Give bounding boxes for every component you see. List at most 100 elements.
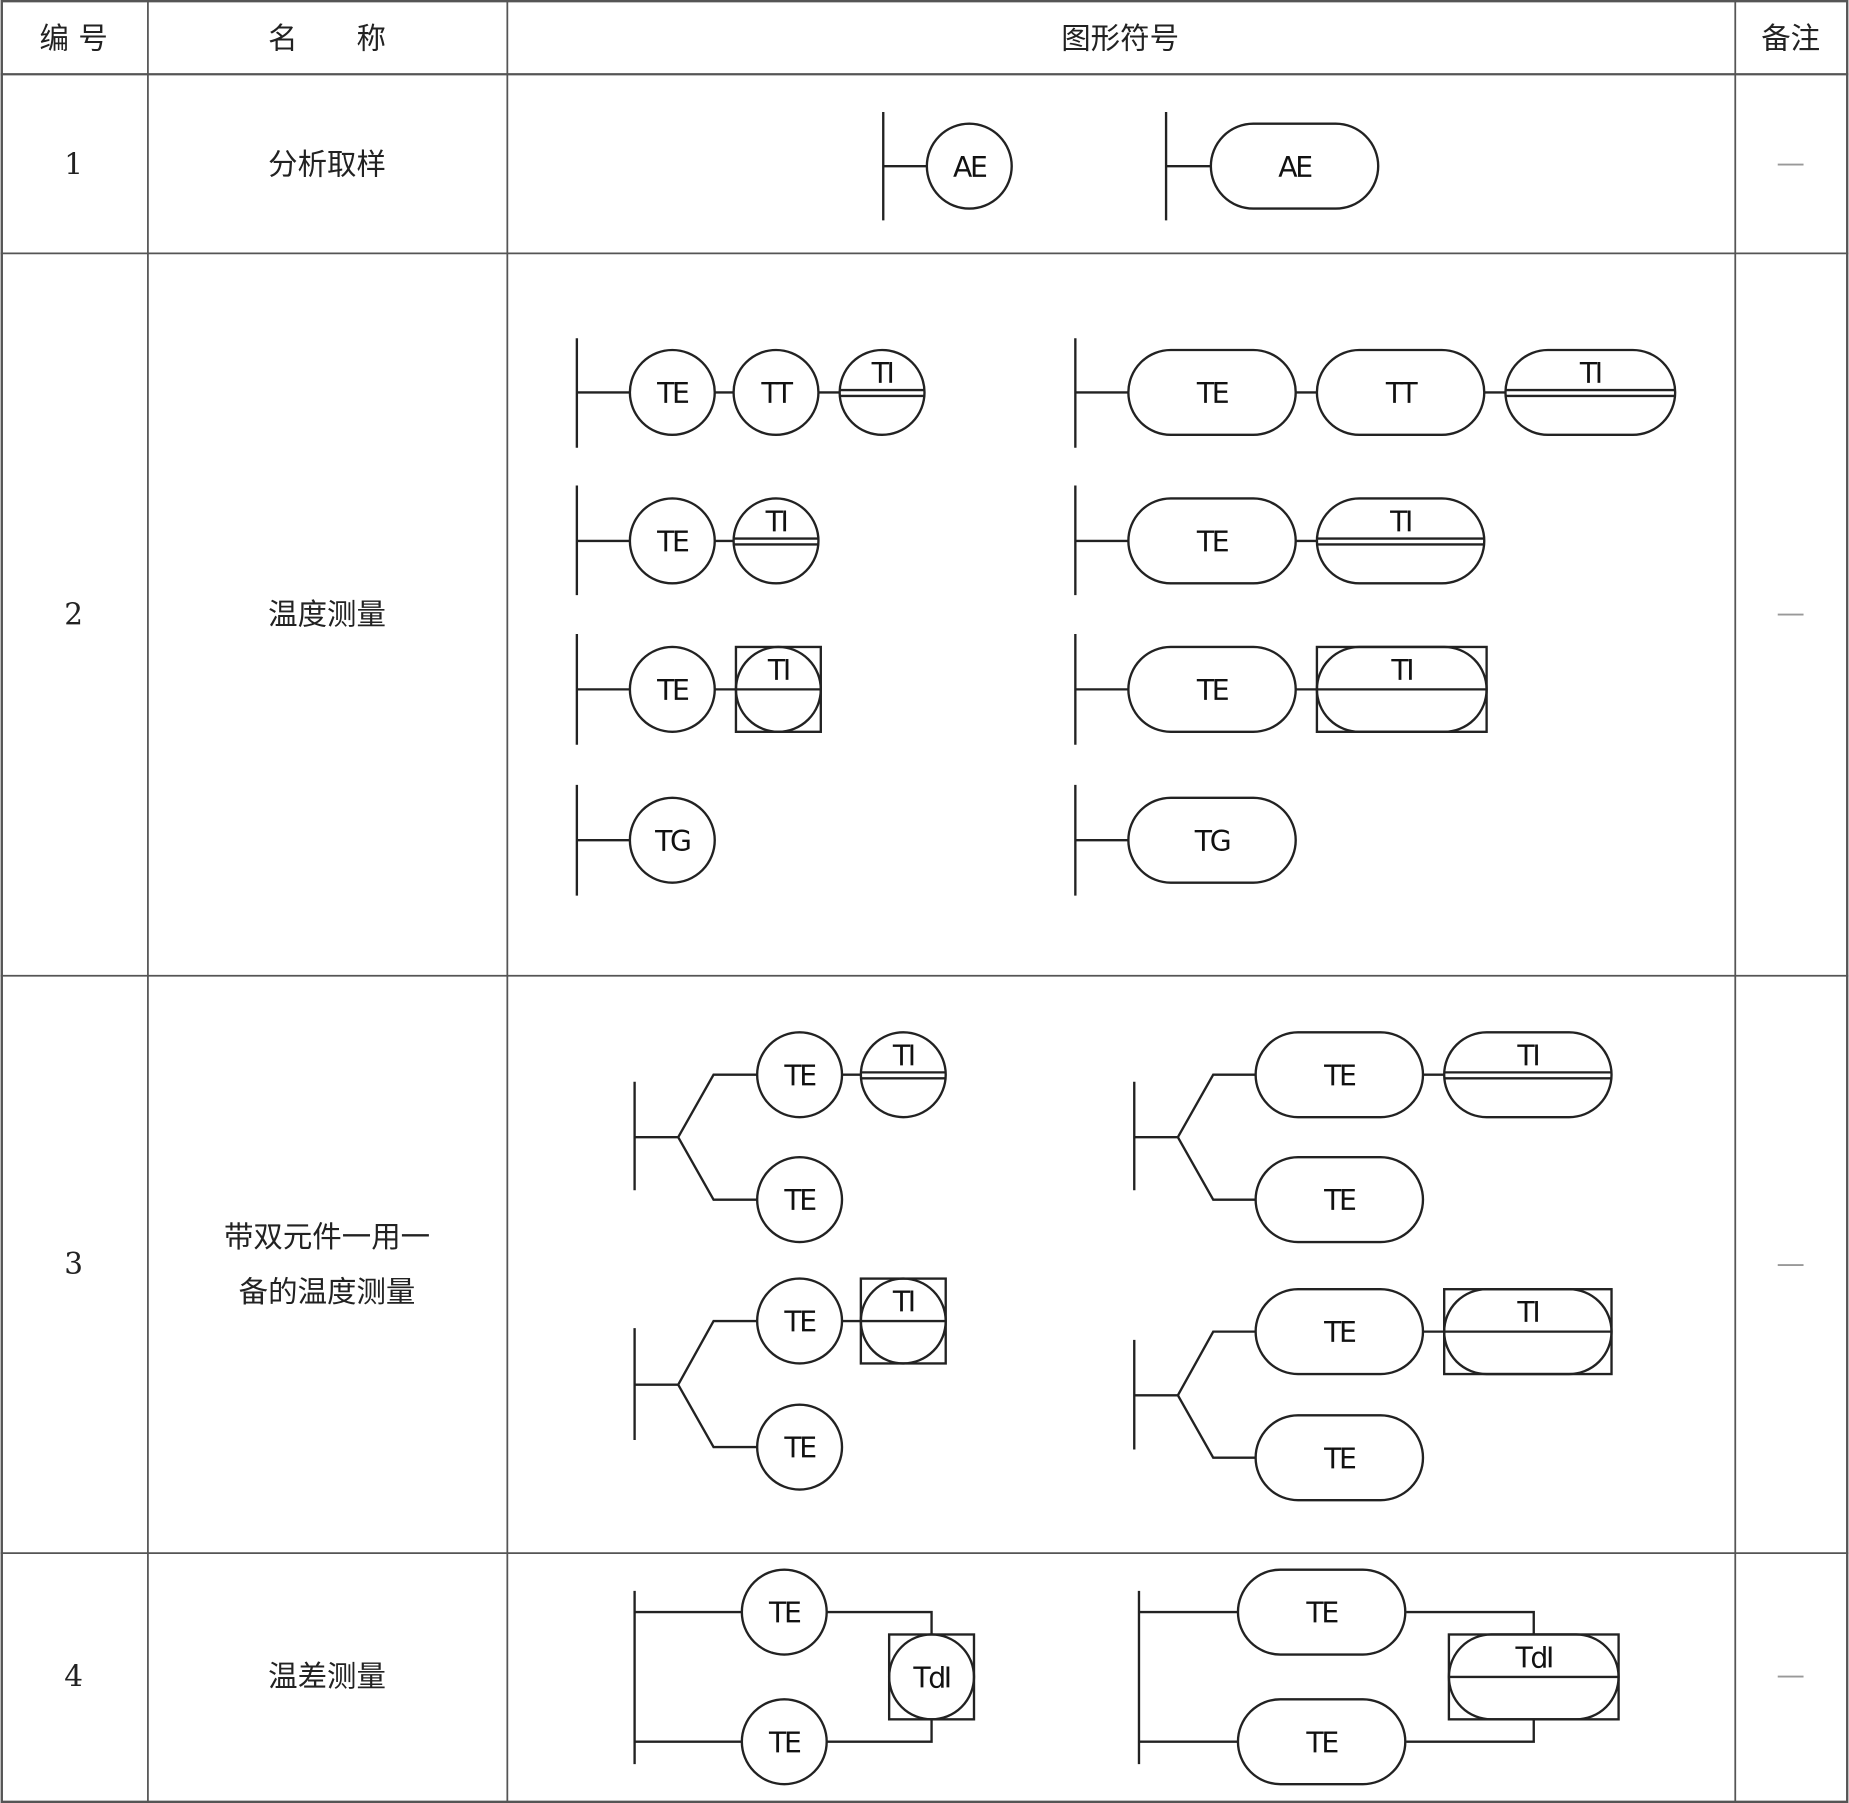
instrument-tag: TE (1323, 1316, 1356, 1349)
field-instrument-circle: AE (925, 122, 1013, 210)
field-instrument-circle: TE (740, 1568, 828, 1656)
row-name: 温差测量 (268, 1659, 386, 1693)
connector-line (1176, 1330, 1256, 1396)
instrument-tag: TT (1385, 377, 1418, 410)
instrument-bubble (1209, 122, 1380, 210)
field-instrument-circle: TI (859, 1277, 947, 1365)
field-instrument-circle: TE (755, 1156, 844, 1244)
instrument-bubble (1504, 348, 1677, 437)
instrument-tag: TdI (1515, 1641, 1552, 1674)
connector-line (1176, 1073, 1256, 1138)
instrument-bubble (732, 497, 820, 585)
instrument-tag: TI (871, 357, 893, 390)
header-symbol: 图形符号 (1061, 21, 1179, 55)
instrument-tag: TE (1196, 377, 1229, 410)
field-instrument-circle: TI (732, 497, 820, 585)
field-instrument-circle: TE (755, 1403, 844, 1491)
connector-line (677, 1384, 758, 1449)
instrument-tag: TE (768, 1597, 801, 1630)
instrument-tag: TE (783, 1184, 816, 1217)
control-room-instrument: TI (1443, 1031, 1613, 1119)
row-remark: — (1777, 1247, 1805, 1280)
connector-line (1406, 1719, 1535, 1743)
field-instrument-circle: TT (732, 348, 820, 437)
row-number: 2 (64, 598, 83, 632)
table-row: 3 带双元件一用一 备的温度测量 — (64, 1220, 1804, 1309)
control-room-instrument: TE (1236, 1698, 1407, 1786)
instrument-tag: TT (760, 377, 793, 410)
control-room-instrument: TI (1443, 1288, 1613, 1376)
control-room-instrument: TI (1315, 497, 1486, 585)
row-number: 3 (64, 1247, 83, 1281)
field-instrument-circle: TE (628, 497, 716, 585)
instrument-tag: TE (1196, 526, 1229, 559)
field-instrument-circle: TI (838, 348, 926, 437)
instrument-tag: TdI (912, 1662, 949, 1695)
connector-line (677, 1136, 758, 1201)
control-room-instrument: TE (1127, 645, 1297, 733)
instrument-tag: TE (768, 1726, 801, 1759)
control-room-instrument: TE (1254, 1031, 1425, 1119)
instrument-tag: TE (783, 1306, 816, 1339)
control-room-instrument: TT (1315, 348, 1486, 437)
instrument-tag: TI (892, 1286, 914, 1319)
instrument-tag: TG (654, 825, 690, 858)
control-room-instrument: TG (1127, 796, 1297, 884)
control-room-instrument: TE (1254, 1288, 1425, 1376)
instrument-bubble (925, 122, 1013, 210)
instrument-tag: TE (783, 1432, 816, 1465)
field-instrument-circle: TE (628, 645, 716, 733)
instrument-bubble (838, 348, 926, 437)
instrument-bubble (1443, 1031, 1613, 1119)
header-no: 编 号 (40, 21, 108, 55)
header-name: 名 称 (268, 21, 386, 55)
instrument-bubble (755, 1403, 844, 1491)
field-instrument-circle: TE (628, 348, 716, 437)
connector-line (677, 1073, 758, 1138)
instrument-tag: TG (1194, 825, 1230, 858)
row-number: 1 (64, 147, 83, 181)
table-row: 1 分析取样 — (64, 146, 1804, 181)
connector-line (1406, 1610, 1535, 1635)
row-name-line-1: 带双元件一用一 (224, 1220, 430, 1254)
instrument-tag: TE (1305, 1597, 1338, 1630)
instrument-bubble (628, 796, 716, 884)
connector-line (677, 1319, 758, 1386)
control-room-instrument: TE (1254, 1156, 1425, 1244)
field-instrument-circle: TI (859, 1031, 947, 1119)
instrument-tag: TE (1323, 1184, 1356, 1217)
control-room-instrument: TE (1127, 348, 1297, 437)
instrument-tag: TI (892, 1039, 914, 1072)
instrument-tag: TI (1516, 1039, 1538, 1072)
header-remark: 备注 (1761, 21, 1820, 55)
instrument-bubble (1254, 1156, 1425, 1244)
row-name: 分析取样 (268, 147, 386, 181)
row-name-line-2: 备的温度测量 (239, 1275, 416, 1309)
instrument-tag: AE (953, 151, 987, 184)
instrument-tag: TI (1389, 505, 1411, 538)
field-instrument-circle: TI (734, 645, 822, 733)
row-number: 4 (64, 1659, 83, 1693)
control-room-instrument: TE (1127, 497, 1297, 585)
field-instrument-circle: TE (755, 1031, 844, 1119)
table-header: 编 号 名 称 图形符号 备注 (40, 21, 1821, 55)
instrument-tag: TE (1196, 674, 1229, 707)
instrument-tag: TE (1305, 1726, 1338, 1759)
control-room-instrument: AE (1209, 122, 1380, 210)
control-room-instrument: TE (1236, 1568, 1407, 1656)
instrument-tag: TI (767, 654, 789, 687)
control-room-instrument: TI (1315, 645, 1488, 733)
field-instrument-circle: TG (628, 796, 716, 884)
row-remark: — (1777, 146, 1805, 179)
instrument-tag: TI (1516, 1296, 1538, 1329)
graphic-symbols: AE AE TE TT TI TE TI TE TI TG TE TT TI TE TI TE TI TG TE TI… (575, 111, 1677, 1786)
field-instrument-circle: TdI (887, 1633, 976, 1721)
instrument-tag: TI (765, 505, 787, 538)
row-remark: — (1777, 596, 1805, 629)
control-room-instrument: TE (1254, 1414, 1425, 1502)
control-room-instrument: TdI (1447, 1633, 1620, 1721)
connector-line (826, 1719, 933, 1743)
field-instrument-circle: TE (740, 1698, 828, 1786)
